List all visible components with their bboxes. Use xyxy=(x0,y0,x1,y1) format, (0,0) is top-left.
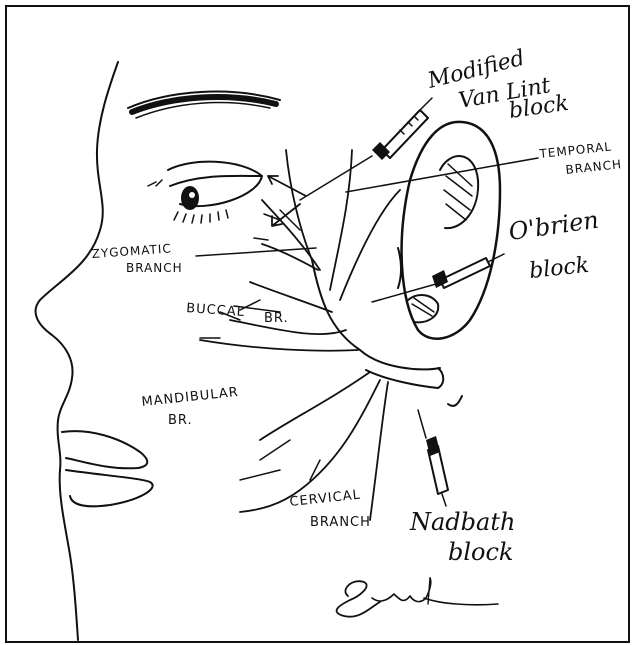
label-buccal-br: BR. xyxy=(264,311,289,326)
lower-lip xyxy=(66,470,153,506)
temporal-pointer xyxy=(346,158,538,192)
label-zygomatic-branch: BRANCH xyxy=(126,261,183,275)
label-nadbath-block: block xyxy=(448,538,513,566)
label-mandibular: MANDIBULAR xyxy=(141,385,240,410)
eye xyxy=(148,162,262,223)
upper-lip xyxy=(62,431,147,468)
nadbath-syringe-icon xyxy=(418,396,462,506)
van-lint-syringe-icon xyxy=(300,98,432,200)
arrow-to-upper-eye xyxy=(268,176,306,196)
label-temporal: TEMPORAL xyxy=(538,139,613,161)
ear xyxy=(398,122,500,339)
label-obrien: O'brien xyxy=(507,206,600,246)
zygomatic-pointer xyxy=(196,248,316,256)
face-profile-outline xyxy=(36,62,118,640)
label-temporal-branch: BRANCH xyxy=(565,157,623,177)
label-zygomatic: ZYGOMATIC xyxy=(91,241,172,261)
label-obrien-block: block xyxy=(528,253,590,284)
label-buccal: BUCCAL xyxy=(186,301,246,320)
label-nadbath: Nadbath xyxy=(409,508,515,536)
label-cervical-branch: BRANCH xyxy=(310,515,371,530)
eyebrow xyxy=(128,92,280,118)
artist-signature xyxy=(337,578,498,617)
facial-nerve xyxy=(200,150,443,520)
label-mandibular-br: BR. xyxy=(168,413,193,428)
